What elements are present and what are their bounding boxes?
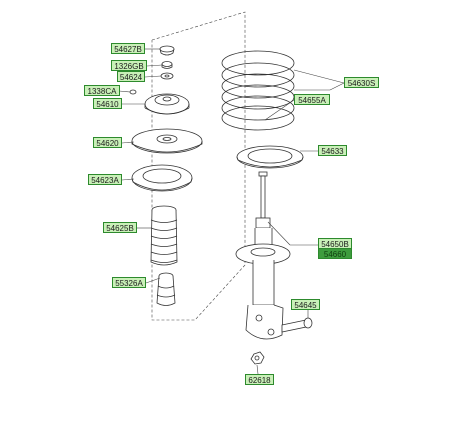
leader-lines xyxy=(118,48,345,375)
part-54645-bolt xyxy=(281,317,313,333)
part-54650B-strut xyxy=(235,171,291,340)
label-54627B[interactable]: 54627B xyxy=(111,43,145,54)
label-1326GB[interactable]: 1326GB xyxy=(111,60,147,71)
label-54630S[interactable]: 54630S xyxy=(344,77,379,88)
label-55326A[interactable]: 55326A xyxy=(112,277,146,288)
part-54630S-spring xyxy=(221,50,295,131)
part-1326GB-nut xyxy=(161,61,173,69)
label-54660[interactable]: 54660 xyxy=(318,248,352,259)
label-54623A[interactable]: 54623A xyxy=(88,174,122,185)
label-54645[interactable]: 54645 xyxy=(291,299,320,310)
part-54627B-cap xyxy=(159,45,175,56)
part-54633-pad xyxy=(236,145,304,169)
left-group-dashed-outline xyxy=(151,11,246,321)
part-54620-plate xyxy=(131,128,203,154)
part-54624-washer xyxy=(160,72,174,80)
part-55326A-bumper xyxy=(156,272,176,306)
label-54655A[interactable]: 54655A xyxy=(294,94,330,105)
part-62618-nut xyxy=(250,351,265,365)
label-54620[interactable]: 54620 xyxy=(93,137,122,148)
label-54633[interactable]: 54633 xyxy=(318,145,347,156)
label-54624[interactable]: 54624 xyxy=(117,71,145,82)
part-54610-mount xyxy=(144,93,190,115)
part-1338CA-nut xyxy=(129,89,137,95)
label-54610[interactable]: 54610 xyxy=(93,98,122,109)
label-54625B[interactable]: 54625B xyxy=(103,222,137,233)
label-62618[interactable]: 62618 xyxy=(245,374,274,385)
part-54623A-insulator xyxy=(131,164,193,192)
part-54625B-boot xyxy=(150,205,178,266)
label-1338CA[interactable]: 1338CA xyxy=(84,85,120,96)
